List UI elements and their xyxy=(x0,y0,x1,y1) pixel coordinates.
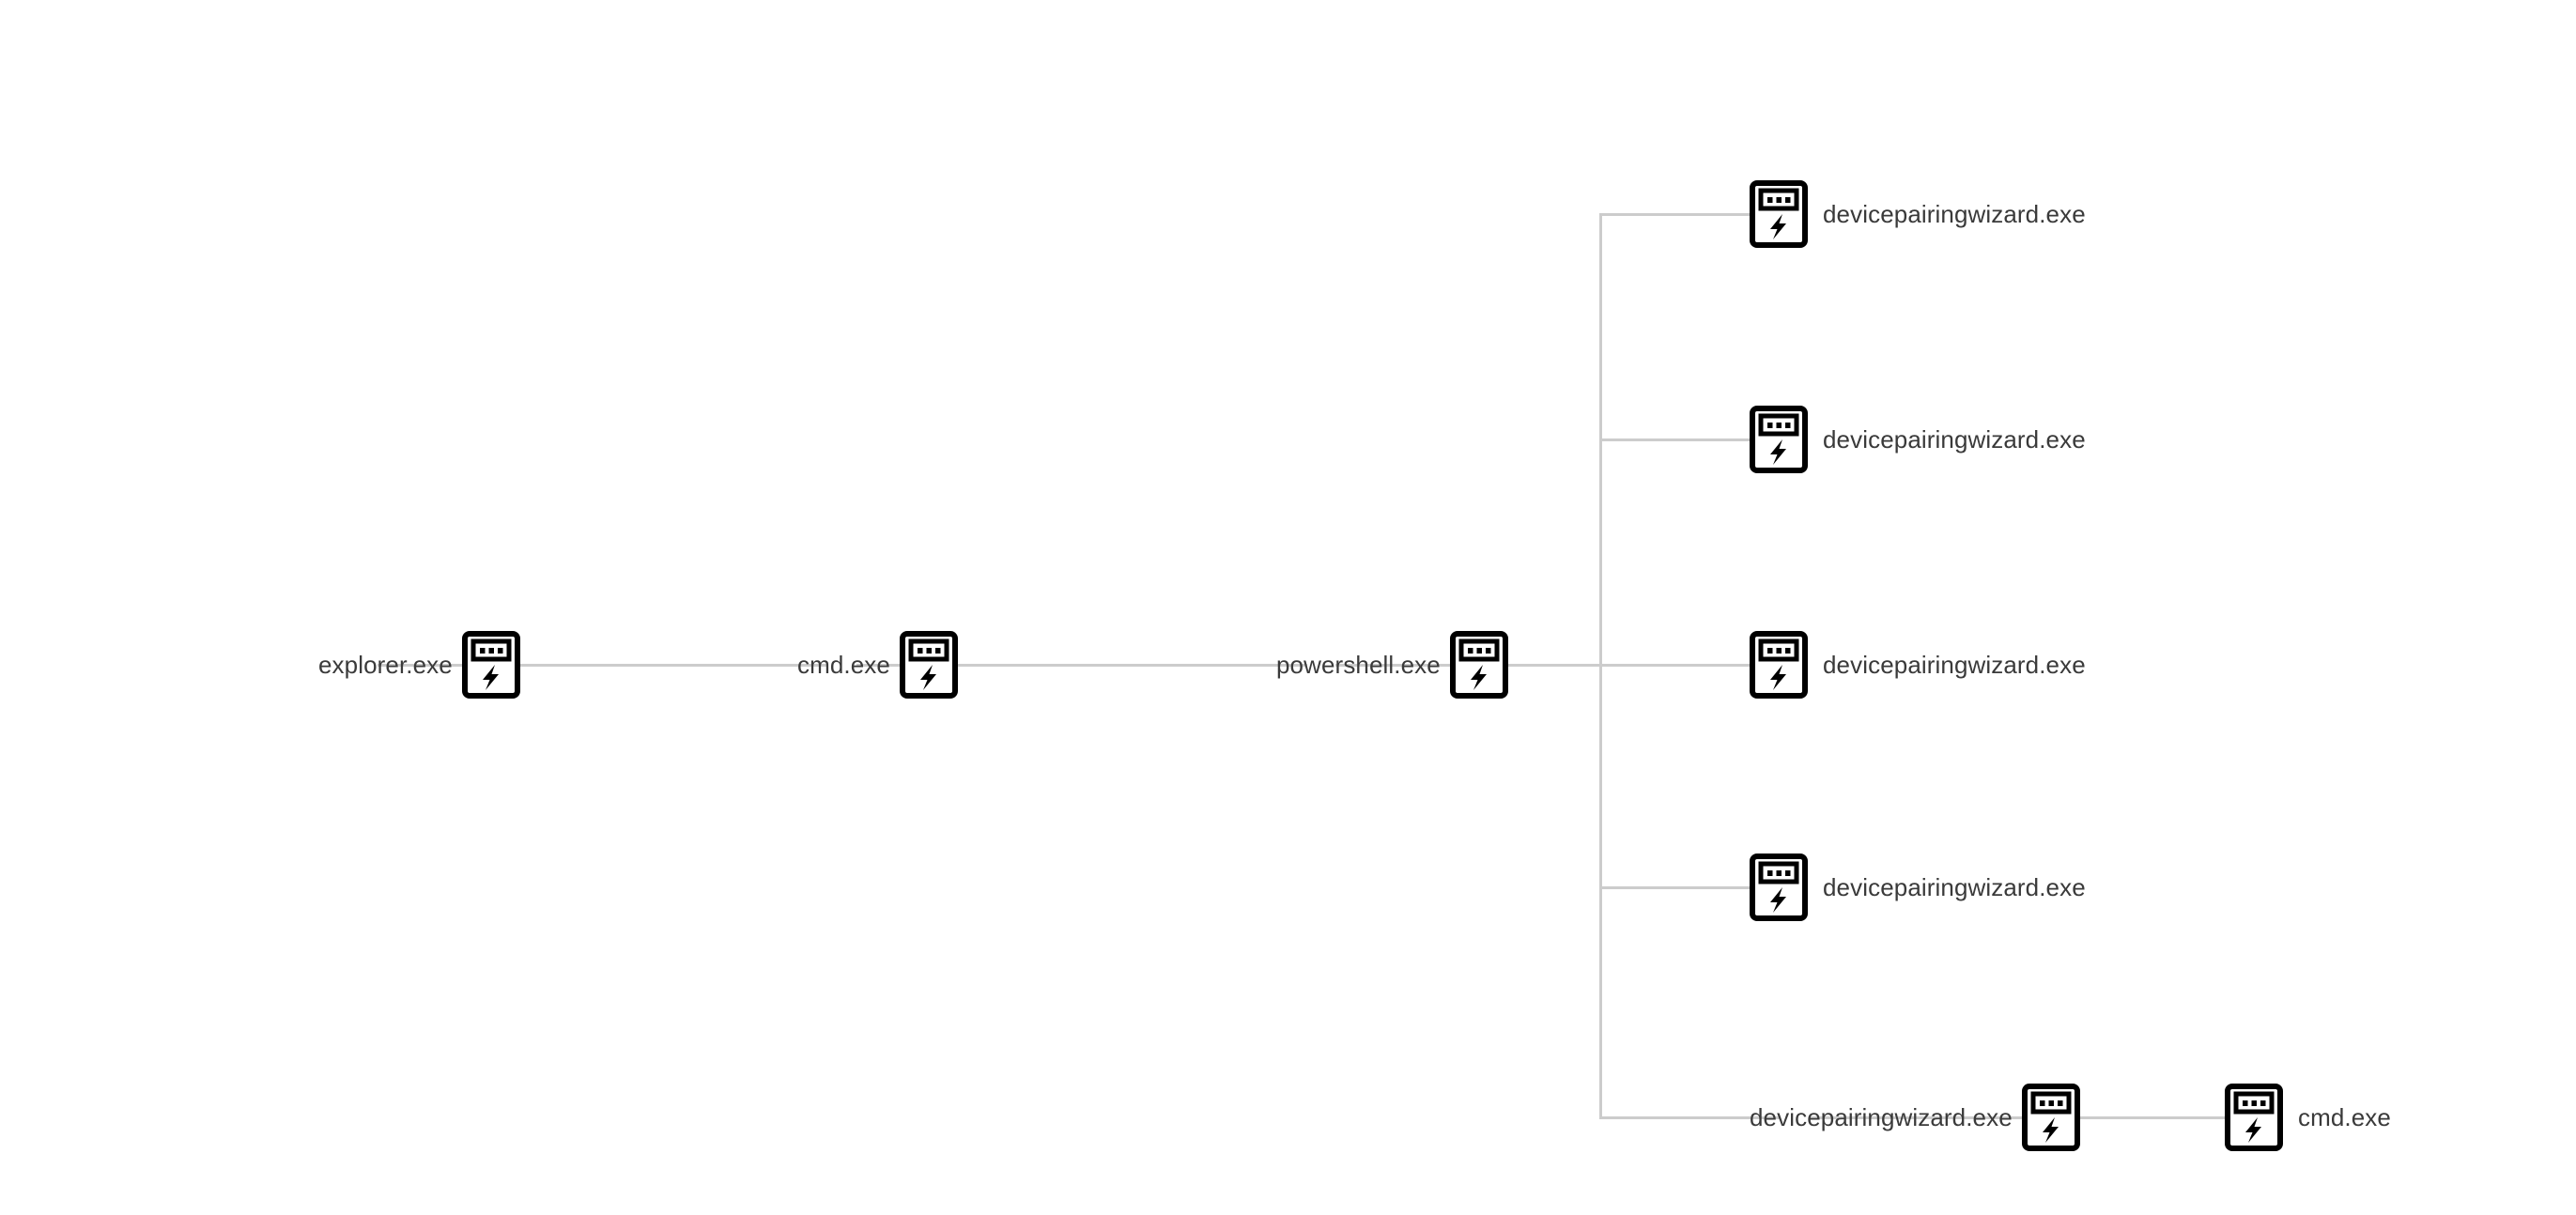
edge-trunk-to-dpw5 xyxy=(1599,1116,1780,1119)
process-executable-icon xyxy=(1750,180,1808,248)
process-executable-icon xyxy=(899,631,958,699)
process-executable-icon xyxy=(2225,1084,2283,1151)
process-node-devicepairingwizard-3[interactable]: devicepairingwizard.exe xyxy=(1750,631,2086,699)
process-executable-icon xyxy=(2021,1084,2080,1151)
process-node-devicepairingwizard-2[interactable]: devicepairingwizard.exe xyxy=(1750,406,2086,473)
process-node-devicepairingwizard-5[interactable]: devicepairingwizard.exe xyxy=(1750,1084,2080,1151)
process-node-explorer[interactable]: explorer.exe xyxy=(318,631,520,699)
process-node-label: explorer.exe xyxy=(318,651,453,679)
process-executable-icon xyxy=(1750,631,1808,699)
process-node-label: devicepairingwizard.exe xyxy=(1823,651,2086,679)
process-node-label: cmd.exe xyxy=(797,651,890,679)
edge-explorer-to-cmd xyxy=(378,664,828,667)
process-executable-icon xyxy=(1449,631,1508,699)
process-node-label: devicepairingwizard.exe xyxy=(1823,425,2086,454)
process-executable-icon xyxy=(1750,854,1808,921)
edge-trunk-to-dpw3 xyxy=(1599,664,1780,667)
process-node-devicepairingwizard-1[interactable]: devicepairingwizard.exe xyxy=(1750,180,2086,248)
process-node-label: devicepairingwizard.exe xyxy=(1823,200,2086,228)
process-node-label: powershell.exe xyxy=(1276,651,1441,679)
process-node-cmd-1[interactable]: cmd.exe xyxy=(797,631,958,699)
edge-trunk-to-dpw2 xyxy=(1599,438,1780,441)
process-node-devicepairingwizard-4[interactable]: devicepairingwizard.exe xyxy=(1750,854,2086,921)
process-node-label: devicepairingwizard.exe xyxy=(1823,873,2086,901)
process-node-cmd-2[interactable]: cmd.exe xyxy=(2225,1084,2391,1151)
process-node-label: cmd.exe xyxy=(2298,1103,2391,1131)
process-executable-icon xyxy=(461,631,520,699)
process-node-label: devicepairingwizard.exe xyxy=(1750,1103,2013,1131)
edge-trunk-to-dpw1 xyxy=(1599,213,1780,216)
process-executable-icon xyxy=(1750,406,1808,473)
edge-cmd-to-powershell xyxy=(856,664,1307,667)
edge-trunk-to-dpw4 xyxy=(1599,886,1780,889)
process-node-powershell[interactable]: powershell.exe xyxy=(1276,631,1508,699)
